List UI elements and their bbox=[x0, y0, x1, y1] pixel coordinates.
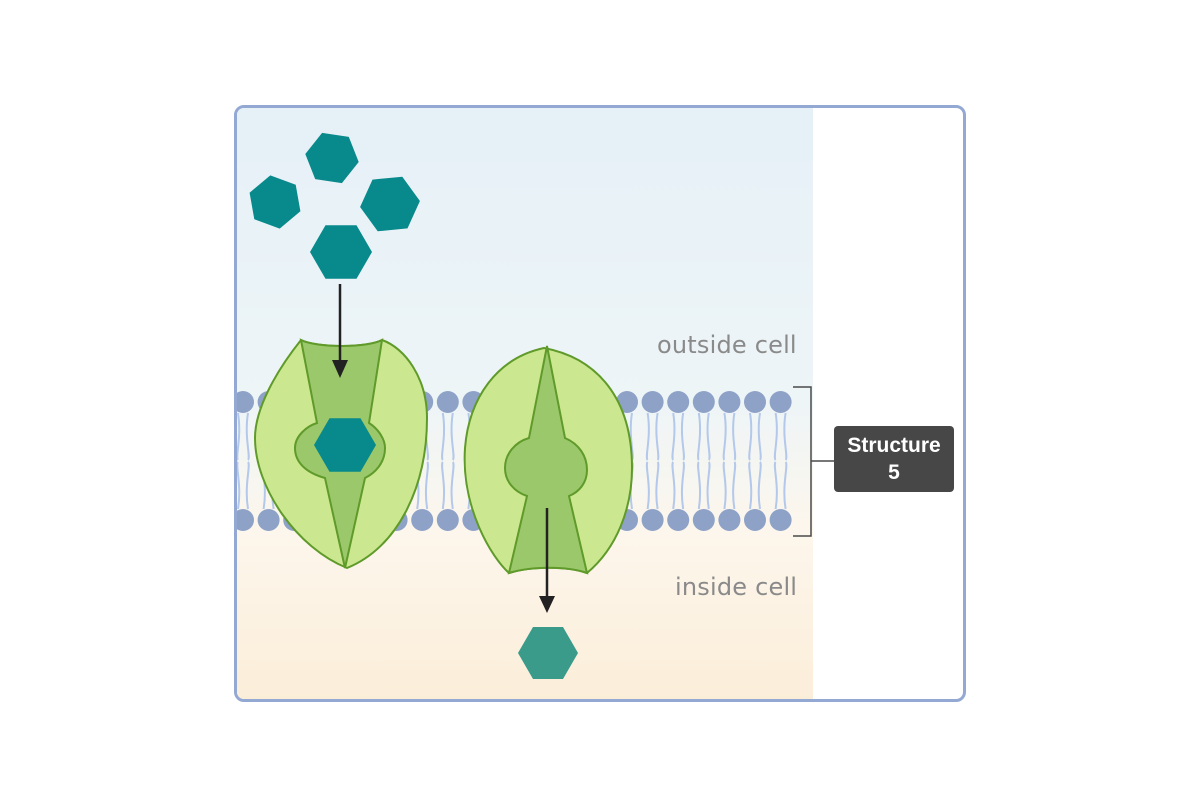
lipid-tail-pair bbox=[645, 412, 660, 510]
hexagon-molecule-icon bbox=[518, 627, 578, 679]
structure-label: Structure 5 bbox=[834, 426, 954, 492]
phospholipid-head-icon bbox=[744, 391, 766, 413]
lipid-tail-pair bbox=[441, 412, 455, 510]
inside-cell-label: inside cell bbox=[675, 573, 798, 601]
molecules bbox=[249, 132, 578, 679]
structure-label-line2: 5 bbox=[888, 461, 900, 484]
hexagon-molecule-icon bbox=[360, 176, 420, 232]
bracket-icon bbox=[793, 386, 834, 537]
phospholipid-head-icon bbox=[436, 509, 459, 531]
lipid-tail-pair bbox=[748, 412, 762, 510]
hexagon-molecule-icon bbox=[305, 132, 359, 184]
arrow-in bbox=[332, 284, 348, 378]
phospholipid-head-icon bbox=[718, 509, 741, 531]
lipid-tail-pair bbox=[722, 412, 737, 510]
carrier-protein-right bbox=[463, 345, 634, 575]
diagram-frame: outside cell inside cell Structure 5 bbox=[234, 105, 966, 702]
phospholipid-head-icon bbox=[641, 391, 664, 413]
phospholipid-head-icon bbox=[744, 509, 766, 531]
phospholipid-head-icon bbox=[411, 509, 434, 531]
phospholipid-head-icon bbox=[667, 391, 690, 413]
lipid-tail-pair bbox=[773, 412, 788, 510]
phospholipid-head-icon bbox=[692, 509, 715, 531]
membrane-transport-diagram bbox=[237, 108, 834, 699]
protein-right-channel bbox=[503, 345, 589, 575]
arrow-out-head-icon bbox=[539, 596, 555, 613]
hexagon-molecule-icon bbox=[314, 418, 376, 472]
phospholipid-head-icon bbox=[436, 391, 459, 413]
phospholipid-head-icon bbox=[257, 509, 280, 531]
phospholipid-head-icon bbox=[641, 509, 664, 531]
hexagon-molecule-icon bbox=[249, 175, 301, 229]
phospholipid-head-icon bbox=[692, 391, 715, 413]
structure-label-line1: Structure bbox=[847, 434, 941, 457]
phospholipid-head-icon bbox=[769, 391, 792, 413]
arrow-in-head-icon bbox=[332, 360, 348, 378]
arrow-out bbox=[539, 508, 555, 613]
phospholipid-head-icon bbox=[667, 509, 690, 531]
phospholipid-head-icon bbox=[237, 509, 254, 531]
phospholipid-head-icon bbox=[769, 509, 792, 531]
hexagon-molecule-icon bbox=[310, 225, 372, 279]
lipid-tail-pair bbox=[671, 412, 685, 510]
phospholipid-head-icon bbox=[237, 391, 254, 413]
lipid-tail-pair bbox=[237, 412, 250, 510]
lipid-tail-pair bbox=[697, 412, 711, 510]
phospholipid-head-icon bbox=[718, 391, 741, 413]
outside-cell-label: outside cell bbox=[657, 331, 797, 359]
